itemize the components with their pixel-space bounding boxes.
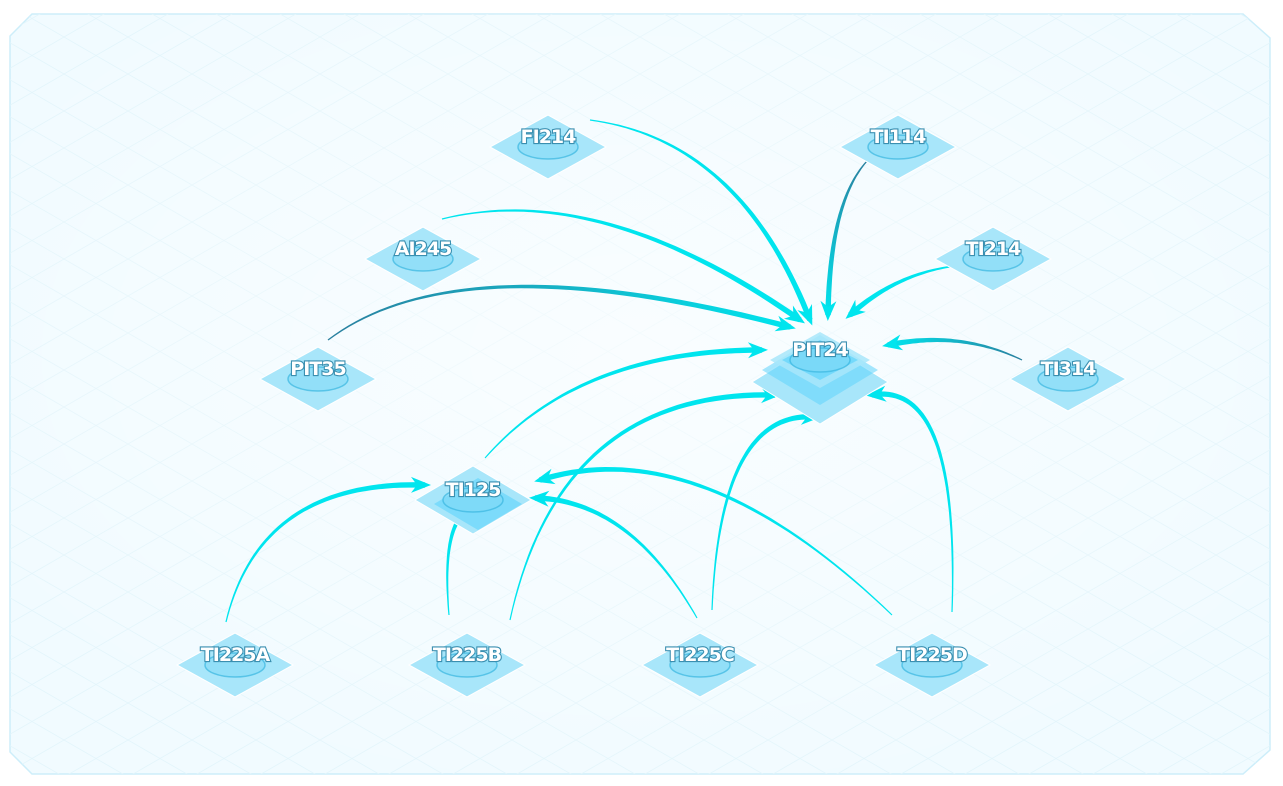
node-pit24[interactable]: PIT24 — [751, 332, 889, 425]
node-label: PIT24 — [792, 339, 848, 361]
edge-ti114-to-pit24[interactable] — [820, 159, 869, 321]
node-fi214[interactable]: FI214 — [488, 114, 608, 180]
node-label: TI114 — [871, 126, 926, 148]
node-ti114[interactable]: TI114 — [838, 114, 958, 180]
node-tile-icon — [933, 226, 1053, 292]
node-label: TI225B — [433, 644, 502, 666]
node-label: PIT35 — [290, 358, 345, 380]
node-label: TI214 — [966, 238, 1021, 260]
edge-ti225c-to-ti125[interactable] — [529, 490, 698, 619]
node-tile-icon — [751, 332, 889, 425]
edge-ti214-to-pit24[interactable] — [845, 264, 966, 319]
node-ti314[interactable]: TI314 — [1008, 346, 1128, 412]
node-ti225b[interactable]: TI225B — [407, 632, 527, 698]
node-tile-icon — [640, 632, 760, 698]
node-ai245[interactable]: AI245 — [363, 226, 483, 292]
node-ti125[interactable]: TI125 — [414, 465, 532, 535]
edge-line — [446, 505, 479, 615]
node-label: AI245 — [395, 238, 451, 260]
arrowhead-icon — [882, 334, 904, 351]
node-tile-icon — [407, 632, 527, 698]
edge-line — [887, 337, 1023, 361]
node-tile-icon — [258, 346, 378, 412]
node-label: FI214 — [521, 126, 576, 148]
node-tile-icon — [872, 632, 992, 698]
node-pit35[interactable]: PIT35 — [258, 346, 378, 412]
edge-ti225d-to-ti125[interactable] — [534, 467, 893, 616]
arrowhead-icon — [747, 342, 768, 359]
arrowhead-icon — [845, 299, 866, 319]
arrowhead-icon — [534, 468, 556, 485]
edge-fi214-to-pit24[interactable] — [589, 119, 813, 326]
node-ti214[interactable]: TI214 — [933, 226, 1053, 292]
arrowhead-icon — [411, 476, 431, 493]
edge-ti125-to-pit24[interactable] — [484, 342, 768, 459]
node-label: TI225D — [897, 644, 967, 666]
node-ti225d[interactable]: TI225D — [872, 632, 992, 698]
edge-line — [484, 347, 762, 459]
node-tile-icon — [1008, 346, 1128, 412]
arrowhead-icon — [529, 490, 550, 507]
edge-ti225d-to-pit24[interactable] — [866, 385, 954, 612]
node-label: TI314 — [1041, 358, 1096, 380]
node-tile-icon — [488, 114, 608, 180]
node-label: TI125 — [446, 479, 501, 501]
node-label: TI225A — [201, 644, 271, 666]
node-ti225c[interactable]: TI225C — [640, 632, 760, 698]
edge-ti225a-to-ti125[interactable] — [225, 476, 431, 623]
arrowhead-icon — [866, 385, 887, 402]
node-tile-icon — [414, 465, 532, 535]
edge-ti314-to-pit24[interactable] — [882, 334, 1023, 361]
node-tile-icon — [175, 632, 295, 698]
edge-pit35-to-pit24[interactable] — [327, 284, 796, 341]
arrowhead-icon — [774, 315, 796, 332]
arrowhead-icon — [797, 304, 813, 326]
arrowhead-icon — [783, 305, 805, 324]
arrowhead-icon — [820, 300, 837, 321]
node-label: TI225C — [666, 644, 734, 666]
node-ti225a[interactable]: TI225A — [175, 632, 295, 698]
node-tile-icon — [838, 114, 958, 180]
edge-ai245-to-pit24[interactable] — [441, 209, 805, 324]
node-tile-icon — [363, 226, 483, 292]
edge-line — [825, 159, 869, 316]
